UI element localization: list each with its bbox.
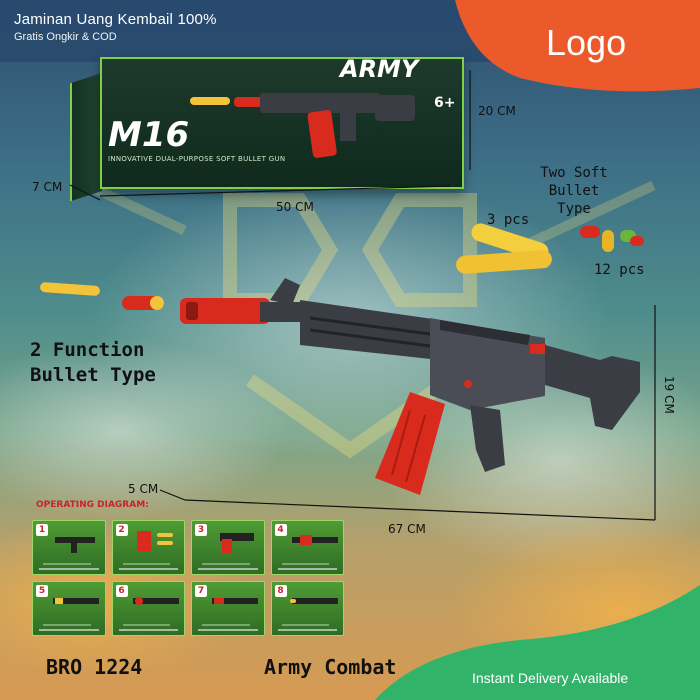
dim-box-width: 50 CM (276, 200, 314, 214)
box-front (100, 57, 464, 189)
step-load-icon (220, 533, 254, 553)
step-number: 6 (115, 585, 128, 597)
box-brand: ARMY (340, 55, 419, 83)
delivery-text: Instant Delivery Available (472, 670, 629, 686)
soft-bullet-label-line2: Bullet Type (548, 183, 600, 217)
step-slide-icon (291, 535, 338, 545)
step-magazine-icon (136, 531, 173, 551)
step-shoot-icon (289, 598, 338, 604)
foam-bullet-count: 3 pcs (487, 212, 530, 228)
soft-bullet-label-line1: Two Soft (540, 165, 608, 181)
operating-step: 4 (270, 520, 344, 575)
dim-box-depth: 7 CM (32, 180, 63, 194)
box-age-rating: 6+ (434, 95, 456, 111)
function-label-line1: 2 Function (30, 339, 145, 361)
step-soft-load-icon (132, 597, 179, 605)
soft-bullet-label: Two Soft Bullet Type (528, 164, 620, 218)
step-number: 5 (36, 585, 48, 597)
shipping-text: Gratis Ongkir & COD (14, 31, 117, 43)
function-label: 2 Function Bullet Type (30, 338, 156, 388)
box-gun-icon (190, 93, 415, 158)
operating-diagram: OPERATING DIAGRAM: 1 2 3 4 5 6 7 8 (32, 500, 344, 640)
step-number: 7 (195, 585, 207, 597)
dim-gun-length: 67 CM (388, 522, 426, 536)
product-name: Army Combat (264, 655, 397, 679)
operating-step: 6 (111, 581, 185, 636)
step-number: 1 (36, 524, 48, 536)
operating-step: 7 (191, 581, 265, 636)
box-model: M16 (108, 115, 190, 155)
operating-step: 5 (32, 581, 106, 636)
product-code: BRO 1224 (46, 655, 143, 679)
guarantee-text: Jaminan Uang Kembail 100% (14, 11, 217, 28)
foam-bullet-icon (456, 223, 552, 274)
step-trigger-icon (53, 598, 99, 604)
operating-step: 8 (270, 581, 344, 636)
step-number: 4 (274, 524, 287, 536)
operating-steps: 1 2 3 4 5 6 7 8 (32, 520, 344, 636)
step-number: 8 (274, 585, 287, 597)
soft-bullet-icon (580, 226, 644, 252)
operating-step: 2 (111, 520, 185, 575)
dim-gun-depth: 5 CM (128, 482, 159, 496)
soft-bullet-count: 12 pcs (594, 262, 645, 278)
dim-box-height: 20 CM (478, 104, 516, 118)
flying-bullets (40, 282, 164, 310)
product-box: ARMY 6+ M16 INNOVATIVE DUAL-PURPOSE SOFT… (70, 45, 470, 202)
step-pull-icon (212, 598, 258, 604)
dim-gun-height: 19 CM (662, 376, 676, 414)
step-number: 3 (195, 524, 207, 536)
operating-step: 1 (32, 520, 106, 575)
logo-text: Logo (546, 22, 627, 63)
function-label-line2: Bullet Type (30, 364, 156, 386)
operating-step: 3 (191, 520, 265, 575)
step-gun-icon (55, 537, 95, 553)
box-caption: INNOVATIVE DUAL-PURPOSE SOFT BULLET GUN (108, 155, 286, 163)
step-number: 2 (115, 524, 128, 536)
operating-title: OPERATING DIAGRAM: (36, 500, 149, 510)
